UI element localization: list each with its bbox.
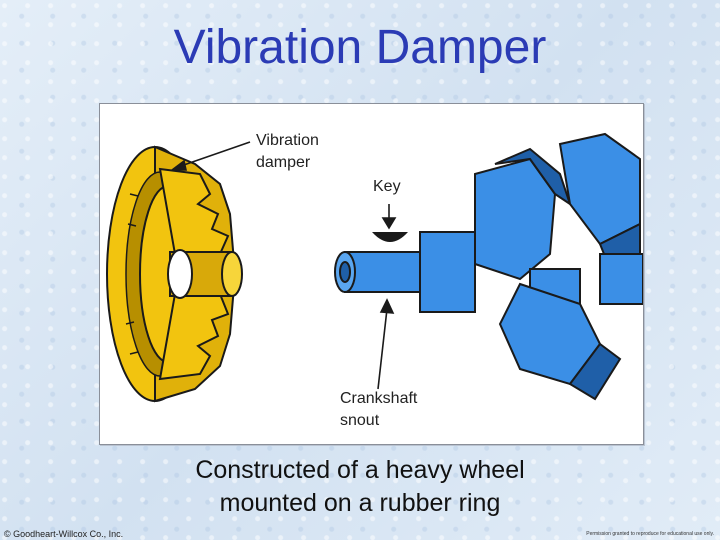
copyright-footer: © Goodheart-Willcox Co., Inc. — [4, 529, 123, 539]
slide-title: Vibration Damper — [0, 20, 720, 75]
callout-key: Key — [373, 176, 401, 198]
slide-caption: Constructed of a heavy wheel mounted on … — [0, 454, 720, 520]
diagram-figure: Vibration damper Key Crankshaft snout — [99, 103, 644, 445]
caption-line-2: mounted on a rubber ring — [0, 487, 720, 520]
caption-line-1: Constructed of a heavy wheel — [0, 454, 720, 487]
callout-vibration-damper: Vibration damper — [256, 130, 319, 174]
vibration-damper-drawing — [107, 147, 242, 401]
callout-crankshaft-snout: Crankshaft snout — [340, 388, 417, 432]
permission-footer: Permission granted to reproduce for educ… — [586, 531, 714, 537]
key-drawing — [372, 232, 408, 242]
